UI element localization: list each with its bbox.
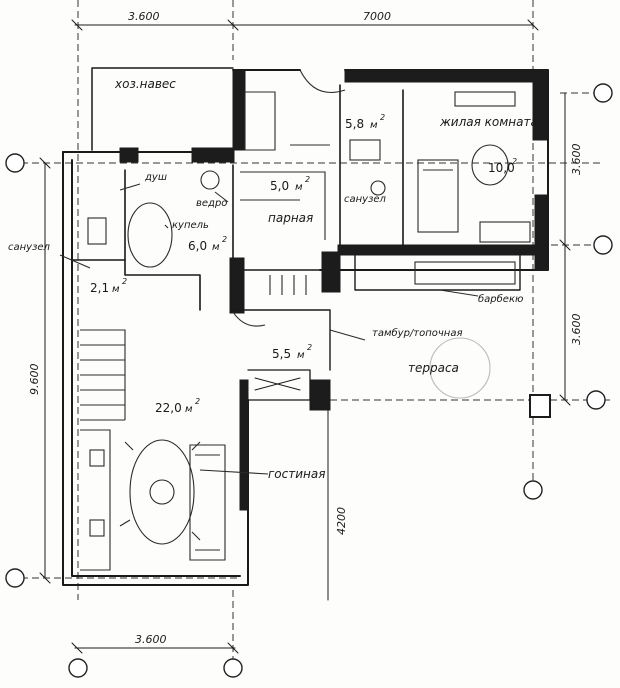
room-label-sauna: парная xyxy=(268,211,313,225)
unit-wc-left: м xyxy=(112,284,120,295)
dim-right-top: 3.600 xyxy=(570,144,583,176)
room-area-wc-top: 5,8 xyxy=(345,117,364,131)
exp-living: 2 xyxy=(195,397,200,406)
dim-bottom: 3.600 xyxy=(135,633,167,646)
room-label-wc-top: санузел xyxy=(344,194,387,205)
room-label-bucket: ведро xyxy=(196,198,227,209)
room-label-wc-left: санузел xyxy=(8,242,51,253)
unit-vestibule: м xyxy=(297,350,305,361)
dim-top-left: 3.600 xyxy=(128,10,160,23)
exp-wc-left: 2 xyxy=(122,277,127,286)
exp-vestibule: 2 xyxy=(307,343,312,352)
axis-markers xyxy=(5,83,613,678)
room-label-vestibule: тамбур/топочная xyxy=(372,327,463,339)
room-label-terrace: терраса xyxy=(408,361,459,375)
exp-sauna: 2 xyxy=(305,175,310,184)
room-area-living: 22,0 xyxy=(155,401,182,415)
dim-right-bottom: 3.600 xyxy=(570,314,583,346)
exp-wc-top: 2 xyxy=(380,113,385,122)
unit-font: м xyxy=(212,242,220,253)
room-area-font: 6,0 xyxy=(188,239,207,253)
dim-middle-vertical: 4200 xyxy=(335,507,348,535)
room-area-bedroom: 10,0 xyxy=(488,161,515,175)
bedroom-label-line: жилая комната xyxy=(439,115,538,129)
room-label-font: купель xyxy=(172,220,209,231)
room-area-wc-left: 2,1 xyxy=(90,281,109,295)
unit-living: м xyxy=(185,404,193,415)
unit-sauna: м xyxy=(295,182,303,193)
room-label-living: гостиная xyxy=(268,467,325,481)
room-area-sauna: 5,0 xyxy=(270,179,289,193)
area-units: м м м м м м 2 2 2 2 2 2 2 xyxy=(112,113,517,415)
leader-lines xyxy=(59,183,479,475)
exp-font: 2 xyxy=(222,235,227,244)
room-label-bedroom: жилая комната xyxy=(439,115,538,129)
unit-wc-top: м xyxy=(370,120,378,131)
dim-top-right: 7000 xyxy=(363,10,391,23)
room-area-vestibule: 5,5 xyxy=(272,347,291,361)
room-label-bbq: барбекю xyxy=(478,293,523,305)
dim-left-side: 9.600 xyxy=(28,364,41,396)
exp-bedroom: 2 xyxy=(512,157,517,166)
room-label-utility: хоз.навес xyxy=(114,77,176,91)
room-label-shower: душ xyxy=(144,172,167,183)
furniture xyxy=(80,69,531,571)
walls xyxy=(62,67,551,586)
